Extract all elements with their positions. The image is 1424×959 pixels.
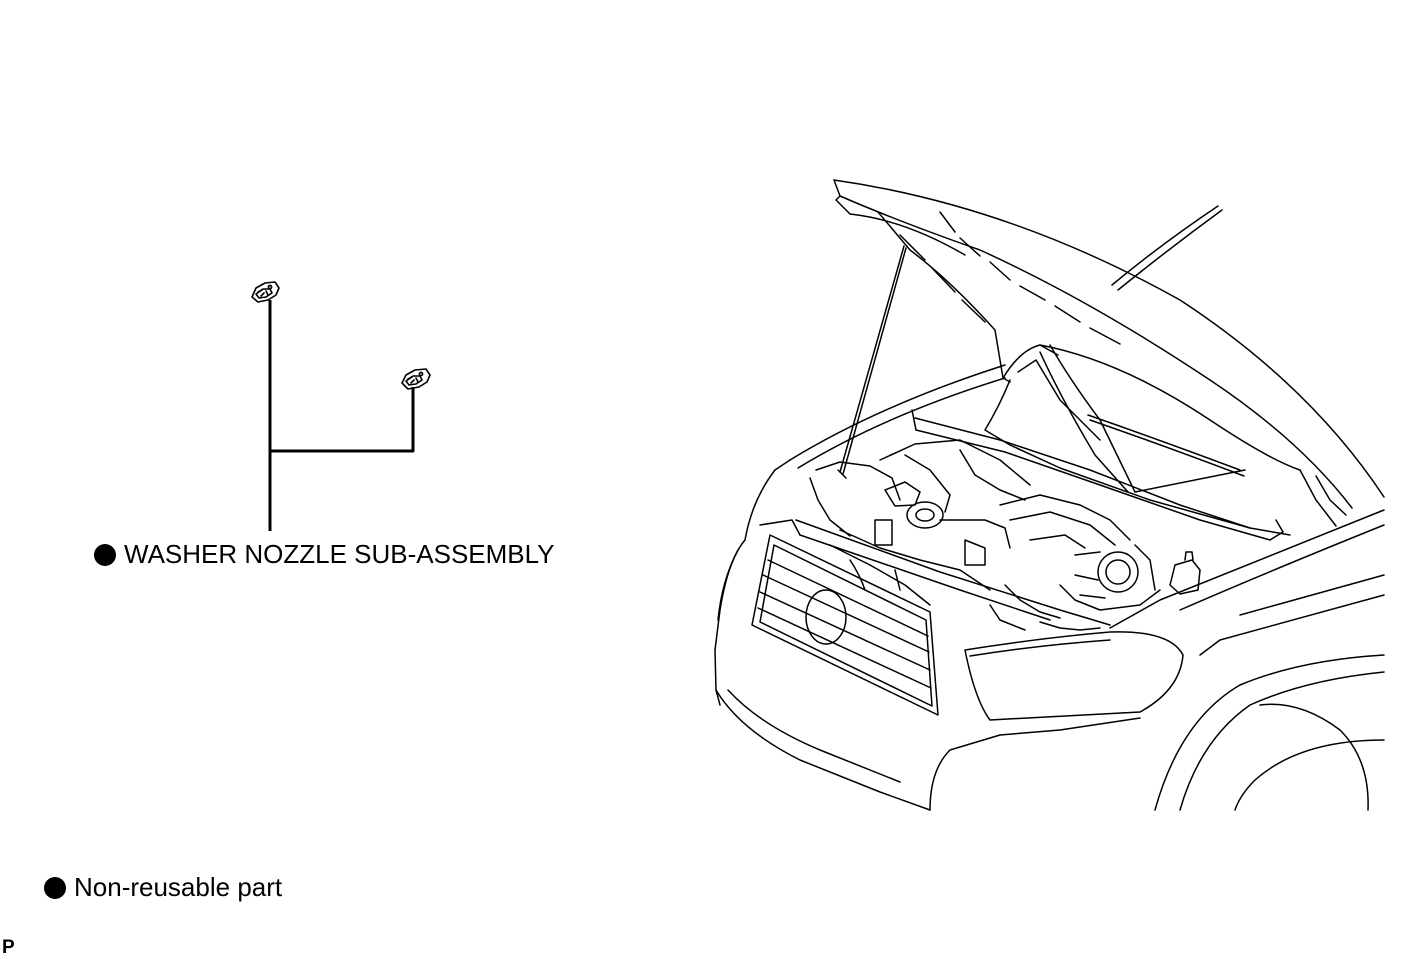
engine-bay — [809, 439, 1201, 631]
part-name-text: WASHER NOZZLE SUB-ASSEMBLY — [124, 539, 555, 569]
corner-code: P — [2, 937, 15, 958]
cowl-and-fender — [911, 344, 1291, 541]
front-fascia — [714, 519, 1141, 811]
leader-lines — [268, 300, 415, 531]
non-reusable-bullet-icon — [94, 544, 116, 566]
legend: Non-reusable part — [44, 874, 282, 900]
vehicle-illustration — [714, 179, 1385, 811]
hood-panel — [833, 179, 1385, 527]
washer-nozzle-right-icon — [401, 368, 431, 390]
headlamp — [964, 631, 1184, 721]
washer-nozzle-left-icon — [251, 281, 280, 303]
fender-and-body — [744, 364, 1385, 811]
grille — [751, 534, 939, 716]
non-reusable-bullet-icon — [44, 877, 66, 899]
part-callout-label: WASHER NOZZLE SUB-ASSEMBLY — [94, 541, 555, 567]
hood-prop-rod — [837, 245, 907, 479]
legend-text: Non-reusable part — [74, 872, 283, 902]
